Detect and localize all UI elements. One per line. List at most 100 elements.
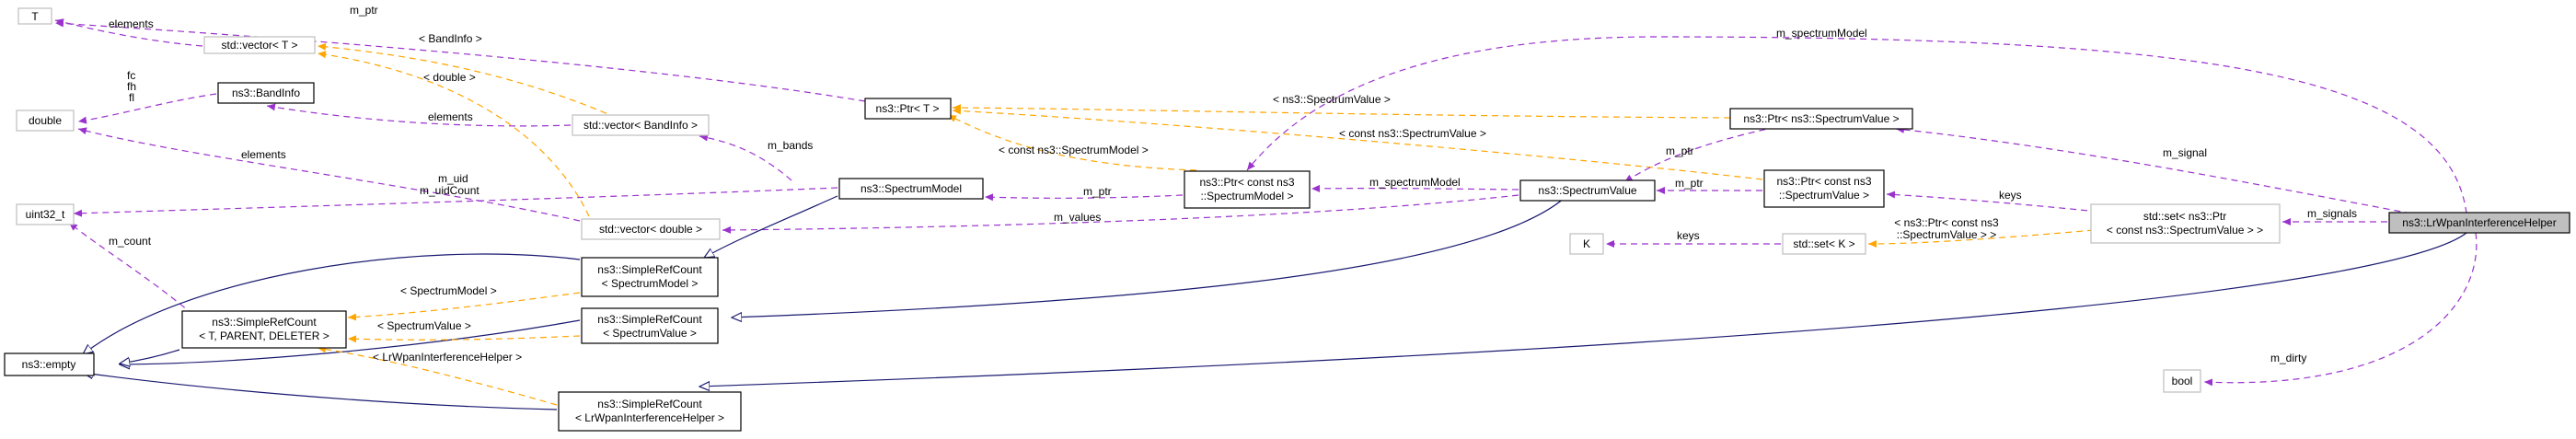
label-double-tpl: < double >	[423, 71, 476, 84]
label-m-spectrummodel-sv: m_spectrumModel	[1369, 176, 1461, 189]
node-ptr-const-sv-label1: ns3::Ptr< const ns3	[1776, 175, 1871, 188]
node-ns3-spectrumvalue-label: ns3::SpectrumValue	[1538, 184, 1636, 197]
node-simplerefcount-lw-label2: < LrWpanInterferenceHelper >	[575, 411, 724, 424]
node-ptr-spectrumvalue[interactable]: ns3::Ptr< ns3::SpectrumValue >	[1729, 108, 1913, 130]
node-k[interactable]: K	[1569, 233, 1604, 255]
edge-spectrumvalue-to-vectordouble	[722, 194, 1519, 234]
label-m-count: m_count	[109, 235, 152, 248]
node-simplerefcount-t[interactable]: ns3::SimpleRefCount < T, PARENT, DELETER…	[181, 310, 347, 349]
node-simplerefcount-lw-label1: ns3::SimpleRefCount	[597, 398, 702, 410]
node-simplerefcount-t-label2: < T, PARENT, DELETER >	[199, 329, 329, 342]
node-simplerefcount-t-label1: ns3::SimpleRefCount	[212, 316, 317, 329]
edge-ptrcsv-tpl	[952, 107, 1763, 180]
label-m-uid: m_uid	[438, 172, 468, 185]
edge-ptrsv-to-spectrumvalue	[1623, 126, 1777, 183]
edge-lrwpan-inherits	[699, 232, 2467, 387]
label-fh: fh	[127, 80, 136, 93]
node-ptr-const-spectrumvalue[interactable]: ns3::Ptr< const ns3 ::SpectrumValue >	[1763, 169, 1885, 208]
label-m-uidcount: m_uidCount	[420, 184, 479, 197]
node-ns3-bandinfo[interactable]: ns3::BandInfo	[217, 82, 315, 104]
edge-ptrcsm-to-spectrummodel	[984, 193, 1184, 202]
edge-ptrsv-tpl	[952, 104, 1731, 119]
label-sv-tpl-ptr: < ns3::SpectrumValue >	[1273, 93, 1391, 106]
label-m-bands: m_bands	[768, 139, 813, 152]
edge-focus-to-bool	[2203, 232, 2478, 387]
edge-srclw-to-empty	[83, 373, 558, 410]
edge-srcsv-tpl	[347, 335, 581, 343]
node-lrwpan-interference-helper[interactable]: ns3::LrWpanInterferenceHelper	[2388, 212, 2570, 234]
node-simplerefcount-sm[interactable]: ns3::SimpleRefCount < SpectrumModel >	[581, 257, 719, 297]
label-sv-tpl-ref: < SpectrumValue >	[377, 319, 471, 332]
node-bool-label: bool	[2172, 375, 2193, 387]
node-std-vector-bandinfo[interactable]: std::vector< BandInfo >	[572, 114, 710, 136]
edge-spectrummodel-inherits	[704, 195, 838, 258]
edge-vectordouble-tpl	[317, 51, 590, 217]
node-t[interactable]: T	[17, 7, 52, 25]
node-bool[interactable]: bool	[2163, 369, 2201, 393]
node-std-set-ptr-label2: < const ns3::SpectrumValue > >	[2107, 224, 2263, 237]
node-ns3-bandinfo-label: ns3::BandInfo	[232, 87, 300, 99]
node-uint32[interactable]: uint32_t	[16, 203, 75, 225]
node-ns3-spectrummodel-label: ns3::SpectrumModel	[861, 182, 962, 195]
label-lw-tpl-ref: < LrWpanInterferenceHelper >	[373, 351, 522, 364]
node-std-set-ptr-label1: std::set< ns3::Ptr	[2143, 210, 2226, 223]
node-std-vector-t[interactable]: std::vector< T >	[203, 36, 316, 54]
node-std-set-k-label: std::set< K >	[1793, 237, 1854, 250]
node-simplerefcount-lw[interactable]: ns3::SimpleRefCount < LrWpanInterference…	[558, 391, 742, 432]
node-ptr-sv-label: ns3::Ptr< ns3::SpectrumValue >	[1743, 112, 1899, 125]
node-std-vector-bandinfo-label: std::vector< BandInfo >	[583, 119, 698, 132]
node-k-label: K	[1583, 237, 1590, 250]
edge-setptr-tpl	[1867, 229, 2095, 248]
edge-srcsm-tpl	[347, 292, 581, 321]
label-elements-t: elements	[109, 17, 154, 30]
edge-ptr-to-t	[54, 19, 866, 102]
label-csm-tpl-ptr: < const ns3::SpectrumModel >	[999, 144, 1149, 156]
edge-spectrummodel-to-vectorbandinfo	[699, 133, 792, 181]
label-m-ptr-sv2: m_ptr	[1675, 177, 1704, 190]
node-ns3-ptr-t-label: ns3::Ptr< T >	[876, 102, 940, 115]
label-m-ptr-t: m_ptr	[350, 4, 378, 17]
label-keys-k: keys	[1677, 229, 1700, 242]
node-double[interactable]: double	[16, 110, 75, 132]
label-csv-tpl-ptr: < const ns3::SpectrumValue >	[1339, 127, 1486, 140]
edge-ptrcsm-tpl	[947, 114, 1197, 171]
label-fc: fc	[127, 69, 135, 82]
edge-bandinfo-to-double	[77, 93, 217, 124]
node-std-set-k[interactable]: std::set< K >	[1782, 233, 1866, 255]
label-m-signals: m_signals	[2307, 207, 2357, 220]
edge-vectorbandinfo-to-bandinfo	[266, 103, 572, 127]
edge-setptr-to-ptrcsv	[1886, 191, 2099, 213]
node-std-vector-double[interactable]: std::vector< double >	[581, 218, 721, 240]
label-set-tpl-1: < ns3::Ptr< const ns3	[1894, 216, 1999, 229]
label-set-tpl-2: ::SpectrumValue > >	[1897, 228, 1997, 241]
label-keys-set: keys	[1999, 189, 2022, 202]
node-ns3-spectrummodel[interactable]: ns3::SpectrumModel	[838, 178, 984, 200]
edge-srcsm-to-empty	[83, 253, 581, 354]
node-ns3-empty[interactable]: ns3::empty	[4, 352, 95, 376]
edge-srclw-tpl	[317, 345, 558, 406]
edge-vectordouble-to-double	[77, 127, 581, 222]
node-simplerefcount-sm-label1: ns3::SimpleRefCount	[597, 263, 702, 276]
node-ptr-const-sm-label1: ns3::Ptr< const ns3	[1199, 176, 1294, 189]
node-simplerefcount-sv[interactable]: ns3::SimpleRefCount < SpectrumValue >	[581, 307, 719, 344]
node-simplerefcount-sv-label1: ns3::SimpleRefCount	[597, 313, 702, 326]
node-ptr-const-spectrummodel[interactable]: ns3::Ptr< const ns3 ::SpectrumModel >	[1184, 170, 1311, 209]
label-m-values: m_values	[1054, 211, 1101, 224]
label-elements-double: elements	[241, 148, 286, 161]
node-ns3-ptr-t[interactable]: ns3::Ptr< T >	[864, 98, 952, 120]
edge-srcsv-to-empty	[120, 319, 581, 364]
edge-focus-to-ptrsv	[1895, 125, 2412, 214]
node-std-set-ptr[interactable]: std::set< ns3::Ptr < const ns3::Spectrum…	[2090, 203, 2281, 244]
edge-spectrumvalue-inherits	[732, 197, 1565, 318]
node-ns3-spectrumvalue[interactable]: ns3::SpectrumValue	[1519, 179, 1656, 202]
node-simplerefcount-sv-label2: < SpectrumValue >	[603, 327, 697, 340]
label-sm-tpl-ref: < SpectrumModel >	[400, 284, 497, 297]
label-elements-bandinfo: elements	[428, 110, 473, 123]
node-ptr-const-sv-label2: ::SpectrumValue >	[1779, 189, 1869, 202]
node-std-vector-t-label: std::vector< T >	[222, 39, 298, 52]
edge-srct-to-empty	[120, 349, 180, 364]
node-t-label: T	[31, 10, 39, 23]
edge-vectorbandinfo-tpl	[317, 42, 618, 119]
node-lrwpan-interference-helper-label: ns3::LrWpanInterferenceHelper	[2402, 216, 2556, 229]
node-uint32-label: uint32_t	[26, 208, 65, 221]
